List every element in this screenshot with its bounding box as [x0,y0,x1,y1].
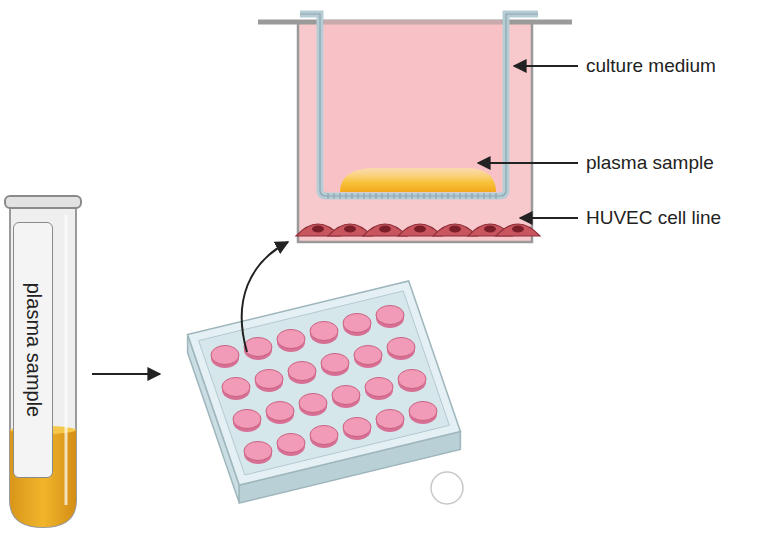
well [244,442,272,461]
well-plate [188,281,461,503]
cell-nucleus [379,226,391,233]
cell-nucleus [414,226,426,233]
membrane-pore [345,193,346,199]
well [222,378,250,397]
well [343,418,371,437]
cell-nucleus [484,226,496,233]
membrane-pore [387,193,388,199]
membrane-pore [405,193,406,199]
well [277,330,305,349]
flow-arrow [92,373,160,375]
well [321,354,349,373]
membrane-pore [447,193,448,199]
well [310,426,338,445]
well [365,378,393,397]
leader-arrow [520,217,578,219]
transwell-insert [258,14,572,242]
membrane-pore [495,193,496,199]
membrane-pore [393,193,394,199]
callout-label: culture medium [586,55,716,78]
well [233,410,261,429]
membrane-pore [459,193,460,199]
well [354,346,382,365]
membrane-pore [339,193,340,199]
well [332,386,360,405]
membrane-pore [351,193,352,199]
membrane-pore [411,193,412,199]
membrane-pore [489,193,490,199]
well [398,370,426,389]
membrane-pore [483,193,484,199]
membrane-pore [429,193,430,199]
cell-nucleus [344,226,356,233]
well [376,410,404,429]
membrane-pore [435,193,436,199]
membrane-pore [375,193,376,199]
cell-nucleus [312,226,324,233]
leader-arrow [514,65,578,67]
membrane-pore [357,193,358,199]
membrane-pore [471,193,472,199]
plate-rim [199,291,450,475]
cell-nucleus [512,226,524,233]
well [211,346,239,365]
membrane-pore [423,193,424,199]
well [376,306,404,325]
membrane-pore [399,193,400,199]
well [288,362,316,381]
well [255,370,283,389]
plate-top [188,281,461,485]
membrane-pore [327,193,328,199]
tube-label-text: plasma sample [22,283,45,418]
circle-mark [431,472,463,504]
membrane-pore [465,193,466,199]
cell-nucleus [449,226,461,233]
membrane-pore [381,193,382,199]
membrane-pore [369,193,370,199]
well [299,394,327,413]
membrane-pore [441,193,442,199]
leader-arrow [478,162,578,164]
tube-label: plasma sample [13,222,53,478]
well [266,402,294,421]
membrane-pore [363,193,364,199]
well [387,338,415,357]
well [310,322,338,341]
well [244,338,272,357]
callout-label: HUVEC cell line [586,207,721,230]
well [277,434,305,453]
test-tube [5,196,81,527]
callout-label: plasma sample [586,152,714,175]
well [409,402,437,421]
well [343,314,371,333]
membrane-pore [477,193,478,199]
membrane-pore [417,193,418,199]
endothelial-cell [496,224,540,236]
zoom-arrow [242,242,288,352]
membrane-pore [453,193,454,199]
membrane-pore [333,193,334,199]
